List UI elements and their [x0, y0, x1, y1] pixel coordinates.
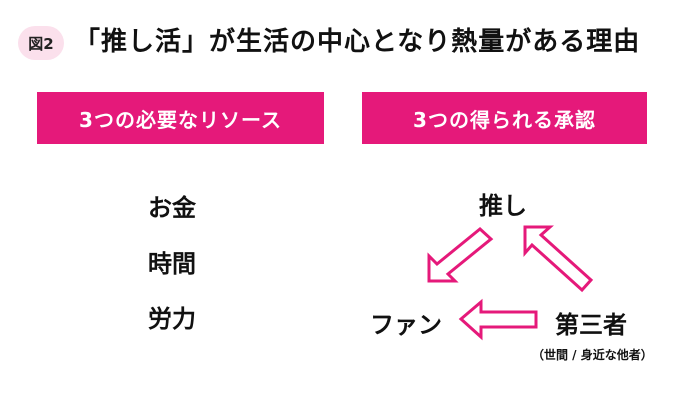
recognition-header: 3つの得られる承認 [362, 92, 647, 144]
arrow-third-party-to-fan-icon [458, 298, 538, 341]
third-party-note: （世間 / 身近な他者） [532, 348, 653, 362]
diagram-title: 「推し活」が生活の中心となり熱量がある理由 [74, 27, 641, 57]
node-third-party: 第三者 [555, 311, 627, 339]
resource-item-effort: 労力 [148, 305, 196, 333]
resources-header: 3つの必要なリソース [37, 92, 324, 144]
resource-item-money: お金 [148, 194, 196, 222]
resource-item-time: 時間 [148, 250, 196, 278]
node-oshi: 推し [479, 192, 527, 220]
arrow-oshi-to-fan-icon [427, 227, 494, 283]
node-fan: ファン [370, 311, 442, 339]
arrow-third-party-to-oshi-icon [523, 225, 594, 293]
figure-label-badge: 図2 [18, 26, 64, 60]
